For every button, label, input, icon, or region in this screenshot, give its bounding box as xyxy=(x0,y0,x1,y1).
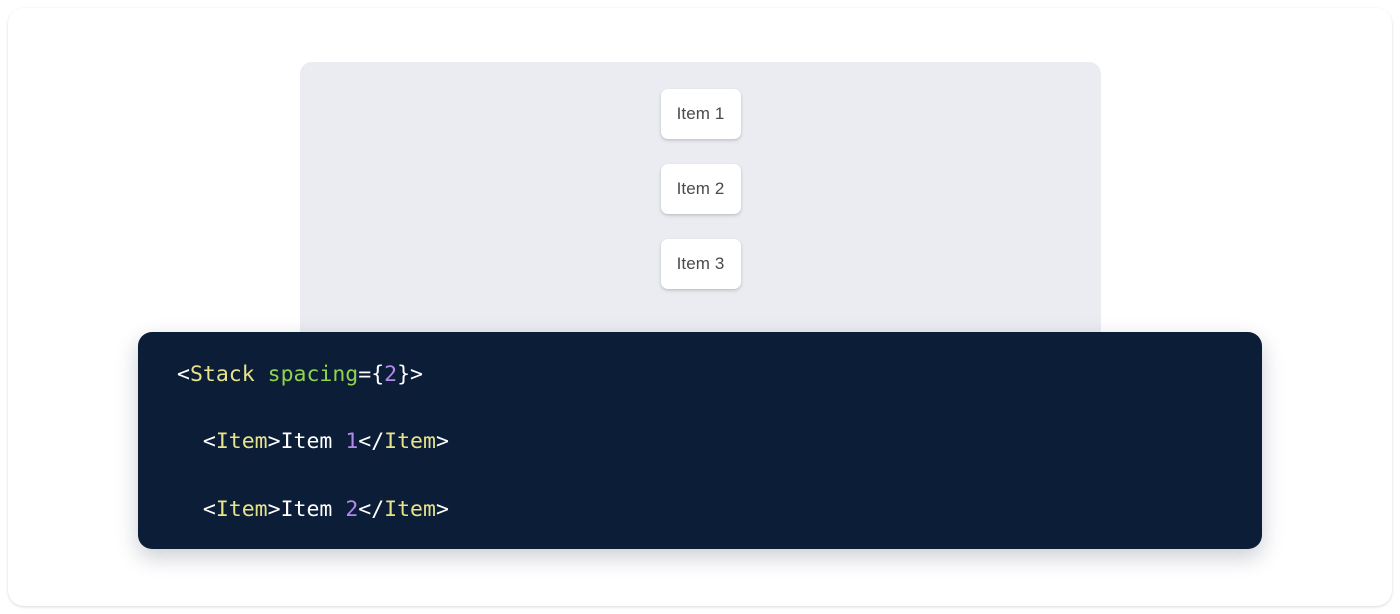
code-token-punct: > xyxy=(267,429,281,455)
code-token-punct: ={ xyxy=(358,362,385,387)
stack-item-label: Item 3 xyxy=(676,254,725,273)
code-token-punct: < xyxy=(202,496,216,522)
code-token-punct xyxy=(255,362,268,387)
code-line: <Stack spacing={2}> xyxy=(177,358,449,392)
code-token-tag: Item xyxy=(384,496,436,522)
code-token-tag: Item xyxy=(215,496,268,522)
code-token-punct: > xyxy=(267,496,281,522)
stack-item[interactable]: Item 3 xyxy=(660,239,741,289)
code-block: <Stack spacing={2}> <Item>Item 1</Item> … xyxy=(177,358,449,549)
code-token-text: Item xyxy=(280,496,346,522)
code-token-punct: }> xyxy=(397,362,423,387)
code-token-num: 2 xyxy=(345,496,359,522)
code-token-num: 1 xyxy=(345,429,359,455)
code-token-punct: < xyxy=(202,429,216,455)
page-card: Item 1 Item 2 Item 3 <Stack spacing={2}>… xyxy=(8,8,1392,606)
stack-item-label: Item 2 xyxy=(676,179,725,198)
stack-container: Item 1 Item 2 Item 3 xyxy=(300,89,1101,289)
code-line: <Item>Item 2</Item> xyxy=(177,493,449,527)
code-token-tag: Item xyxy=(215,429,268,455)
code-token-punct: > xyxy=(435,496,449,522)
stack-item-label: Item 1 xyxy=(676,104,725,123)
code-token-punct: < xyxy=(177,362,190,387)
component-preview-panel: Item 1 Item 2 Item 3 xyxy=(300,62,1101,352)
code-line: <Item>Item 1</Item> xyxy=(177,425,449,459)
code-snippet-panel[interactable]: <Stack spacing={2}> <Item>Item 1</Item> … xyxy=(138,332,1262,549)
code-token-punct: </ xyxy=(358,429,385,455)
code-token-tag: Item xyxy=(384,429,436,455)
code-token-tag: Stack xyxy=(189,362,255,387)
code-token-text: Item xyxy=(280,429,346,455)
code-token-punct: </ xyxy=(358,496,385,522)
code-token-attr: spacing xyxy=(267,362,359,387)
code-token-punct: > xyxy=(435,429,449,455)
stack-item[interactable]: Item 2 xyxy=(660,164,741,214)
code-token-num: 2 xyxy=(384,362,398,387)
stack-item[interactable]: Item 1 xyxy=(660,89,741,139)
